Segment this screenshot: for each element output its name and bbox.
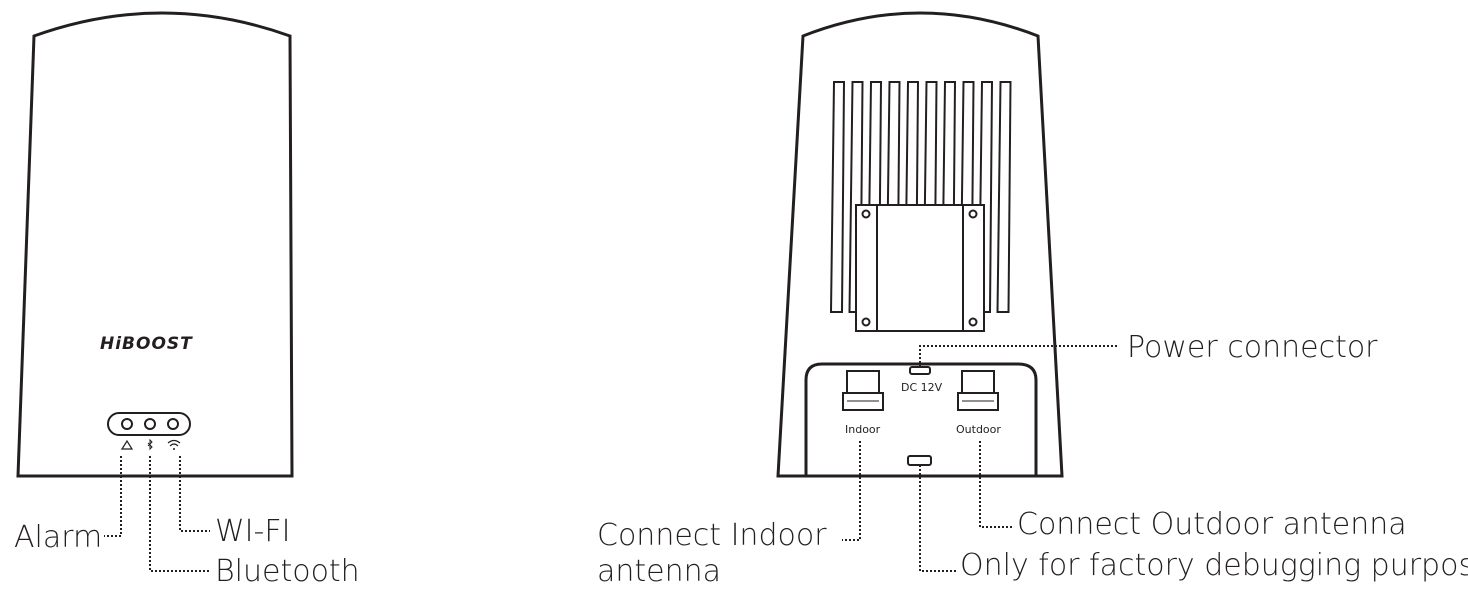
led-panel (107, 412, 191, 436)
indoor-port (842, 370, 884, 411)
screw-bl (861, 317, 871, 327)
callout-debug: Only for factory debugging purpose (960, 548, 1468, 583)
bracket-tab-right (961, 204, 985, 332)
screw-tl (861, 209, 871, 219)
screw-tr (968, 209, 978, 219)
screw-br (968, 317, 978, 327)
outdoor-port (957, 370, 999, 411)
alarm-leader (104, 456, 122, 537)
label-alarm: Alarm (14, 520, 102, 555)
label-bluetooth: Bluetooth (215, 554, 360, 589)
wifi-icon (167, 439, 181, 450)
outdoor-label: Outdoor (956, 423, 1001, 436)
heat-sink-fin (829, 81, 846, 313)
callout-indoor-line1: Connect Indoor (597, 518, 827, 553)
back-view: DC 12V Indoor Outdoor Power connector Co… (597, 11, 1468, 589)
wifi-leader (179, 456, 210, 532)
led-wifi (167, 418, 179, 430)
indoor-label: Indoor (845, 423, 881, 436)
heat-sink-fin (996, 81, 1012, 313)
debug-leader (919, 465, 956, 572)
led-alarm (121, 418, 133, 430)
callout-power: Power connector (1127, 330, 1378, 365)
connector-panel (804, 362, 1038, 476)
back-body-outline (776, 11, 1064, 478)
bluetooth-icon (147, 438, 153, 451)
front-body-outline (16, 11, 294, 478)
callout-indoor-line2: antenna (597, 554, 721, 589)
debug-port (907, 455, 932, 466)
dc-label: DC 12V (901, 381, 943, 394)
dc-port (909, 366, 931, 375)
brand-logo: HiBOOST (100, 334, 193, 354)
label-wifi: WI-FI (215, 514, 290, 549)
callout-outdoor: Connect Outdoor antenna (1017, 507, 1407, 542)
power-leader (919, 345, 1118, 367)
indoor-leader (842, 441, 861, 541)
outdoor-leader (979, 441, 1014, 528)
front-view: HiBOOST Alarm WI-FI Bluetooth (14, 11, 360, 589)
bracket-tab-left (855, 204, 879, 332)
warning-icon (120, 439, 134, 450)
led-bluetooth (144, 418, 156, 430)
